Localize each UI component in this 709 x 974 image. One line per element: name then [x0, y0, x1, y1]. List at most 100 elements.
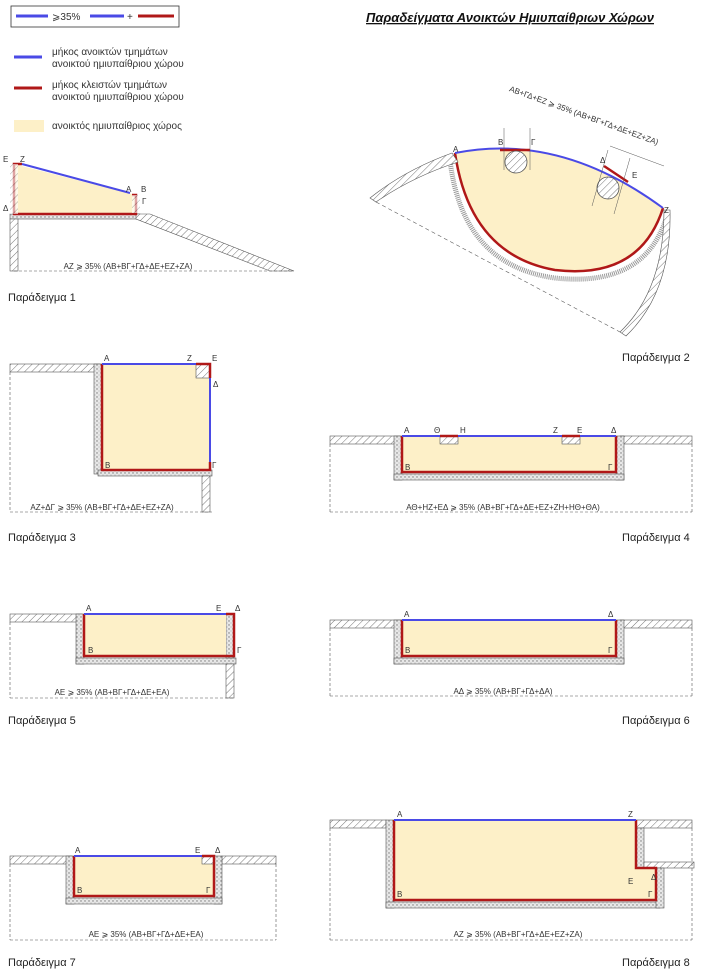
ex6-area — [402, 620, 616, 656]
ex3-closed-edge — [100, 364, 212, 472]
legend-closed-label-1: μήκος κλειστών τμημάτων — [52, 79, 167, 91]
ex2-point-label: Δ — [600, 156, 606, 165]
ex4-point-label: Δ — [611, 426, 617, 435]
ex7-point-label: Β — [77, 886, 82, 895]
ex6-wall-top-right — [619, 619, 693, 629]
ex3-area — [102, 364, 210, 470]
example-3: Α Ζ Ε Δ Β Γ ΑΖ+ΔΓ ⩾ 35% (ΑΒ+ΒΓ+ΓΔ+ΔΕ+ΕΖ+… — [8, 354, 219, 544]
ex3-caption: Παράδειγμα 3 — [8, 532, 76, 544]
legend: ⩾35% + μήκος ανοικτών τμημάτων ανοικτού … — [10, 5, 184, 132]
ex3-point-label: Β — [105, 461, 110, 470]
ex3-point-label: Ζ — [187, 354, 192, 363]
ex3-point-label: Δ — [213, 380, 219, 389]
page-title: Παραδείγματα Ανοικτών Ημιυπαίθριων Χώρων — [366, 10, 655, 25]
ex4-closed-edge — [400, 436, 618, 474]
ex5-point-label: Ε — [216, 604, 221, 613]
ex7-formula: ΑΕ ⩾ 35% (ΑΒ+ΒΓ+ΓΔ+ΔΕ+ΕΑ) — [89, 930, 204, 939]
ex4-point-label: Ε — [577, 426, 582, 435]
ex8-point-label: Ζ — [628, 810, 633, 819]
ex1-wall-left — [9, 218, 19, 272]
ex2-area — [455, 148, 663, 272]
ex8-point-label: Γ — [648, 890, 653, 899]
ex7-slab — [65, 897, 223, 905]
ex1-caption: Παράδειγμα 1 — [8, 292, 76, 304]
legend-plus: + — [127, 12, 133, 23]
ex2-column — [504, 150, 528, 174]
ex8-wall-top-left — [329, 819, 387, 829]
ex5-area — [84, 614, 226, 656]
ex5-formula: ΑΕ ⩾ 35% (ΑΒ+ΒΓ+ΓΔ+ΔΕ+ΕΑ) — [55, 688, 170, 697]
ex4-wall-top-right — [619, 435, 693, 445]
ex3-closed-edge — [196, 362, 212, 378]
ex1-point-label: Γ — [142, 197, 147, 206]
ex8-formula: ΑΖ ⩾ 35% (ΑΒ+ΒΓ+ΓΔ+ΔΕ+ΕΖ+ΖΑ) — [454, 930, 583, 939]
ex7-wall-top-left — [9, 855, 73, 865]
ex1-point-label: Α — [126, 185, 132, 194]
ex8-wall-step-top — [643, 861, 695, 869]
ex2-caption: Παράδειγμα 2 — [622, 352, 690, 364]
ex3-wall-top-left — [9, 363, 101, 373]
ex5-point-label: Α — [86, 604, 92, 613]
ex2-point-label: Ε — [632, 171, 637, 180]
ex6-slab — [393, 657, 625, 665]
legend-rule-text: ⩾35% — [52, 12, 81, 23]
example-7: Α Ε Δ Β Γ ΑΕ ⩾ 35% (ΑΒ+ΒΓ+ΓΔ+ΔΕ+ΕΑ) Παρά… — [8, 846, 277, 969]
legend-open-label-2: ανοικτού ημιυπαίθριου χώρου — [52, 58, 184, 70]
ex8-closed-edge — [392, 820, 658, 902]
example-1: Ε Ζ Α Β Δ Γ ΑΖ ⩾ 35% (ΑΒ+ΒΓ+ΓΔ+ΔΕ+ΕΖ+ΖΑ)… — [3, 155, 295, 304]
ex5-point-label: Γ — [237, 646, 242, 655]
ex6-formula: ΑΔ ⩾ 35% (ΑΒ+ΒΓ+ΓΔ+ΔΑ) — [453, 687, 552, 696]
ex2-dim-line — [591, 149, 609, 207]
ex5-caption: Παράδειγμα 5 — [8, 715, 76, 727]
ex2-open-edge — [454, 147, 664, 209]
ex7-point-label: Ε — [195, 846, 200, 855]
ex2-slab — [447, 159, 671, 282]
ex8-point-label: Β — [397, 890, 402, 899]
ex2-dim-line — [613, 157, 631, 215]
ex4-point-label: Γ — [608, 463, 613, 472]
ex7-point-label: Δ — [215, 846, 221, 855]
ex4-area — [402, 436, 616, 472]
ex5-point-label: Δ — [235, 604, 241, 613]
ex4-point-label: Θ — [434, 426, 440, 435]
ex8-caption: Παράδειγμα 8 — [622, 957, 690, 969]
ex5-closed-edge — [82, 612, 236, 658]
ex2-dim-line — [609, 145, 665, 167]
ex2-point-label: Α — [453, 145, 459, 154]
ex6-point-label: Γ — [608, 646, 613, 655]
ex5-wall-bottom — [225, 663, 235, 699]
ex2-wall-right — [619, 209, 671, 337]
ex2-point-label: Γ — [531, 138, 536, 147]
ex7-closed-edge — [72, 854, 216, 898]
ex6-point-label: Δ — [608, 610, 614, 619]
ex2-closed-edge — [453, 152, 665, 273]
ex2-column — [596, 176, 620, 200]
legend-open-label-1: μήκος ανοικτών τμημάτων — [52, 46, 168, 58]
legend-area-swatch — [14, 120, 44, 132]
ex4-point-label: Α — [404, 426, 410, 435]
legend-closed-label-2: ανοικτού ημιυπαίθριου χώρου — [52, 91, 184, 103]
ex3-formula: ΑΖ+ΔΓ ⩾ 35% (ΑΒ+ΒΓ+ΓΔ+ΔΕ+ΕΖ+ΖΑ) — [30, 503, 174, 512]
ex7-wall-top-right — [221, 855, 277, 865]
ex6-point-label: Α — [404, 610, 410, 619]
ex5-point-label: Β — [88, 646, 93, 655]
ex7-caption: Παράδειγμα 7 — [8, 957, 76, 969]
ex1-point-label: Δ — [3, 204, 9, 213]
ex2-point-label: Β — [498, 138, 503, 147]
ex3-column — [195, 363, 211, 379]
ex7-area — [74, 856, 214, 896]
ex6-caption: Παράδειγμα 6 — [622, 715, 690, 727]
ex8-point-label: Δ — [651, 873, 657, 882]
ex2-point-label: Ζ — [664, 206, 669, 215]
ex2-wall-left — [369, 152, 459, 203]
ex4-point-label: Ζ — [553, 426, 558, 435]
ex8-slab — [385, 901, 661, 909]
ex1-open-edge — [21, 163, 131, 194]
example-4: Α Θ Η Ζ Ε Δ Β Γ ΑΘ+ΗΖ+ΕΔ ⩾ 35% (ΑΒ+ΒΓ+ΓΔ… — [329, 426, 693, 544]
ex8-area — [394, 820, 656, 900]
ex1-point-label: Ε — [3, 155, 8, 164]
ex1-point-label: Β — [141, 185, 146, 194]
ex1-column-right — [132, 195, 140, 213]
ex8-wall-top-right — [635, 819, 693, 829]
